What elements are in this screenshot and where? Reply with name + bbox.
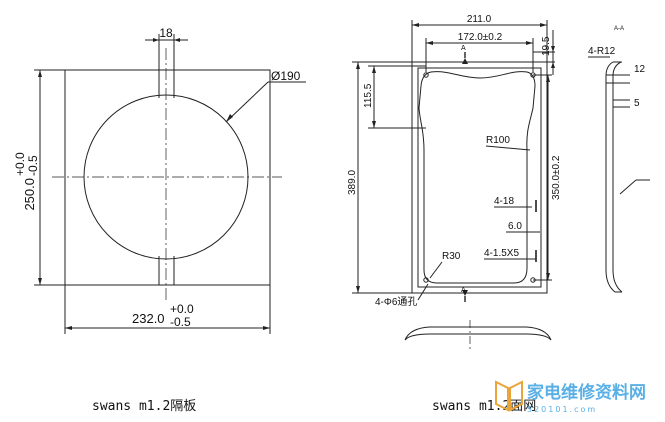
grille-mesh-outline — [418, 71, 536, 284]
dim-height-tol-upper: +0.0 — [13, 152, 27, 176]
baffle-plate-view — [34, 34, 306, 334]
section-mark-top: A — [461, 45, 466, 52]
dim-width-value: 232.0 — [132, 311, 165, 326]
baffle-arrowheads — [38, 38, 270, 330]
r30-leader — [429, 261, 443, 279]
holes-leader — [417, 283, 429, 301]
grille-dimension-text: 211.0 172.0±0.2 19.5 A A 115.5 389.0 350… — [347, 14, 562, 308]
section-aa-view — [588, 56, 650, 293]
watermark-site-url: 520101.com — [527, 405, 597, 414]
section-dimension-text: A-A 4-R12 12 5 — [588, 26, 646, 109]
label-slots: 4-18 — [494, 196, 514, 207]
profile-bottom-view — [404, 326, 552, 341]
label-radius-small: R30 — [442, 251, 461, 262]
label-radius-large: R100 — [486, 135, 510, 146]
label-slot-depth: 6.0 — [508, 221, 522, 232]
grille-arrowheads — [356, 23, 555, 296]
label-holes: 4-Φ6通孔 — [375, 296, 417, 308]
section-profile-inner — [612, 61, 623, 293]
dim-upper-height: 115.5 — [363, 83, 374, 108]
dim-width-tol-upper: +0.0 — [170, 302, 194, 316]
dim-top-offset: 19.5 — [541, 36, 552, 56]
baffle-dimension-text: 18 Ø190 250.0 +0.0 -0.5 232.0 +0.0 -0.5 — [13, 26, 301, 329]
dim-inner-width: 172.0±0.2 — [458, 32, 503, 43]
dim-overall-height: 389.0 — [347, 170, 358, 195]
grille-edge-profile — [404, 320, 552, 352]
dim-overall-width: 211.0 — [467, 14, 492, 25]
site-watermark: 家电维修资料网 520101.com — [495, 380, 646, 414]
watermark-site-name: 家电维修资料网 — [527, 382, 646, 403]
dim-width-tol-lower: -0.5 — [170, 315, 191, 329]
dim-height-tol-lower: -0.5 — [26, 155, 40, 176]
section-profile-outer — [605, 61, 616, 293]
grille-caption: swans m1.2面网 — [432, 399, 536, 414]
diameter-leader — [225, 81, 269, 123]
dim-height-value: 250.0 — [22, 178, 37, 211]
section-dim-5: 5 — [634, 98, 640, 109]
dim-slot-width: 18 — [159, 26, 173, 40]
baffle-caption: swans m1.2隔板 — [92, 399, 196, 414]
section-label-radius: 4-R12 — [588, 46, 616, 57]
r100-leader — [485, 145, 531, 151]
book-logo-icon — [495, 380, 523, 412]
section-dim-12: 12 — [634, 64, 646, 75]
section-title: A-A — [614, 26, 624, 32]
dim-circle-diameter: Ø190 — [271, 69, 301, 83]
mounting-hole-tl — [423, 72, 429, 78]
dim-inner-height: 350.0±0.2 — [551, 155, 562, 200]
grille-view — [352, 20, 555, 302]
section-bottom-leader — [619, 179, 637, 195]
grille-outer-frame — [411, 61, 548, 294]
label-slot-size: 4-1.5X5 — [484, 248, 519, 259]
mounting-hole-bl — [423, 277, 429, 283]
grille-inner-frame — [417, 67, 542, 288]
baffle-plate-outline — [64, 69, 271, 286]
section-mark-bottom: A — [461, 287, 466, 294]
